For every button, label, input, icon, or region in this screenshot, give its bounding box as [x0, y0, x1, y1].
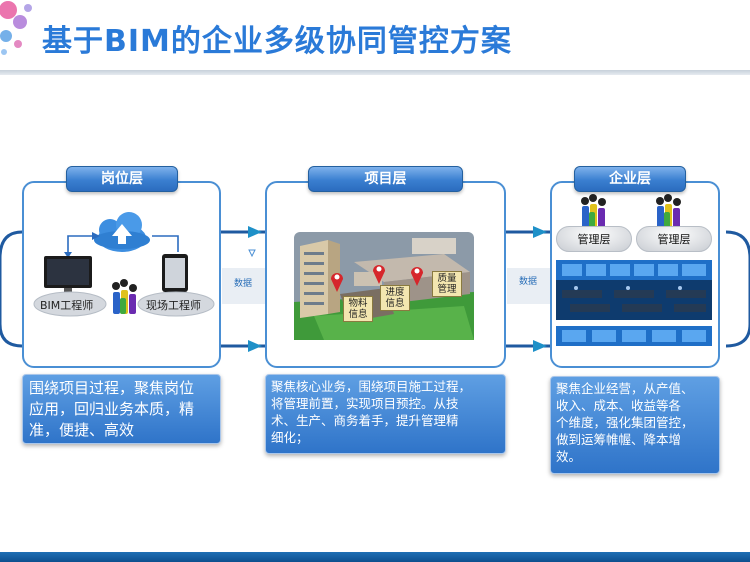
- tag-text: 物料: [348, 298, 368, 309]
- description-line: 术、生产、商务着手，提升管理精: [271, 413, 459, 428]
- tag-text: 管理: [437, 284, 457, 295]
- location-pin-icon: [373, 265, 385, 284]
- description-line: 细化；: [271, 430, 309, 445]
- tag-text: 信息: [348, 309, 368, 320]
- people-icon: [656, 194, 681, 228]
- project-layer-description: 聚焦核心业务，围绕项目施工过程， 将管理前置，实现项目预控。从技 术、生产、商务…: [265, 374, 506, 454]
- description-line: 收入、成本、收益等各: [556, 398, 682, 413]
- tab-project-layer: 项目层: [308, 166, 463, 192]
- description-line: 应用，回归业务本质，精: [29, 400, 195, 418]
- arrow-icon: [248, 340, 262, 352]
- description-line: 做到运筹帷幄、降本增: [556, 432, 682, 447]
- data-label-left: 数据: [234, 279, 253, 289]
- tag-text: 信息: [385, 298, 405, 309]
- enterprise-layer-description: 聚焦企业经营，从产值、 收入、成本、收益等各 个维度，强化集团管控， 做到运筹帷…: [550, 376, 720, 474]
- description-line: 个维度，强化集团管控，: [556, 415, 694, 430]
- arrow-icon: [248, 226, 262, 238]
- tag-text: 进度: [385, 287, 405, 298]
- post-layer-description: 围绕项目过程，聚焦岗位 应用，回归业务本质，精 准，便捷、高效: [22, 374, 221, 444]
- progress-info-tag: 进度 信息: [380, 285, 410, 311]
- post-layer-illustration: [33, 212, 215, 317]
- location-pin-icon: [331, 273, 343, 292]
- corner-decoration: [0, 1, 32, 55]
- description-line: 效。: [556, 449, 582, 464]
- control-room-image-strip: [556, 326, 712, 346]
- arrow-icon: [533, 340, 547, 352]
- description-line: 聚焦企业经营，从产值、: [556, 381, 694, 396]
- page-title: 基于BIM的企业多级协同管控方案: [42, 24, 512, 59]
- tab-enterprise-layer: 企业层: [574, 166, 686, 192]
- monitor-icon: [44, 256, 92, 294]
- people-icon: [112, 279, 137, 314]
- title-divider: [0, 70, 750, 75]
- quality-management-tag: 质量 管理: [432, 271, 462, 297]
- location-pin-icon: [411, 267, 423, 286]
- arrow-icon: [533, 226, 547, 238]
- control-room-image: [556, 260, 712, 320]
- description-line: 将管理前置，实现项目预控。从技: [271, 396, 459, 411]
- tablet-icon: [162, 254, 188, 292]
- data-label-right: 数据: [519, 277, 538, 287]
- description-line: 聚焦核心业务，围绕项目施工过程，: [271, 379, 472, 394]
- site-engineer-label: 现场工程师: [146, 299, 201, 312]
- footer-band: [0, 552, 750, 562]
- cloud-upload-icon: [94, 212, 150, 252]
- tab-post-layer: 岗位层: [66, 166, 178, 192]
- management-label-1: 管理层: [556, 226, 632, 252]
- bim-engineer-label: BIM工程师: [40, 299, 94, 312]
- people-icon: [581, 194, 606, 228]
- management-label-2: 管理层: [636, 226, 712, 252]
- description-line: 准，便捷、高效: [29, 421, 135, 439]
- description-line: 围绕项目过程，聚焦岗位: [29, 379, 195, 397]
- material-info-tag: 物料 信息: [343, 296, 373, 322]
- tag-text: 质量: [437, 273, 457, 284]
